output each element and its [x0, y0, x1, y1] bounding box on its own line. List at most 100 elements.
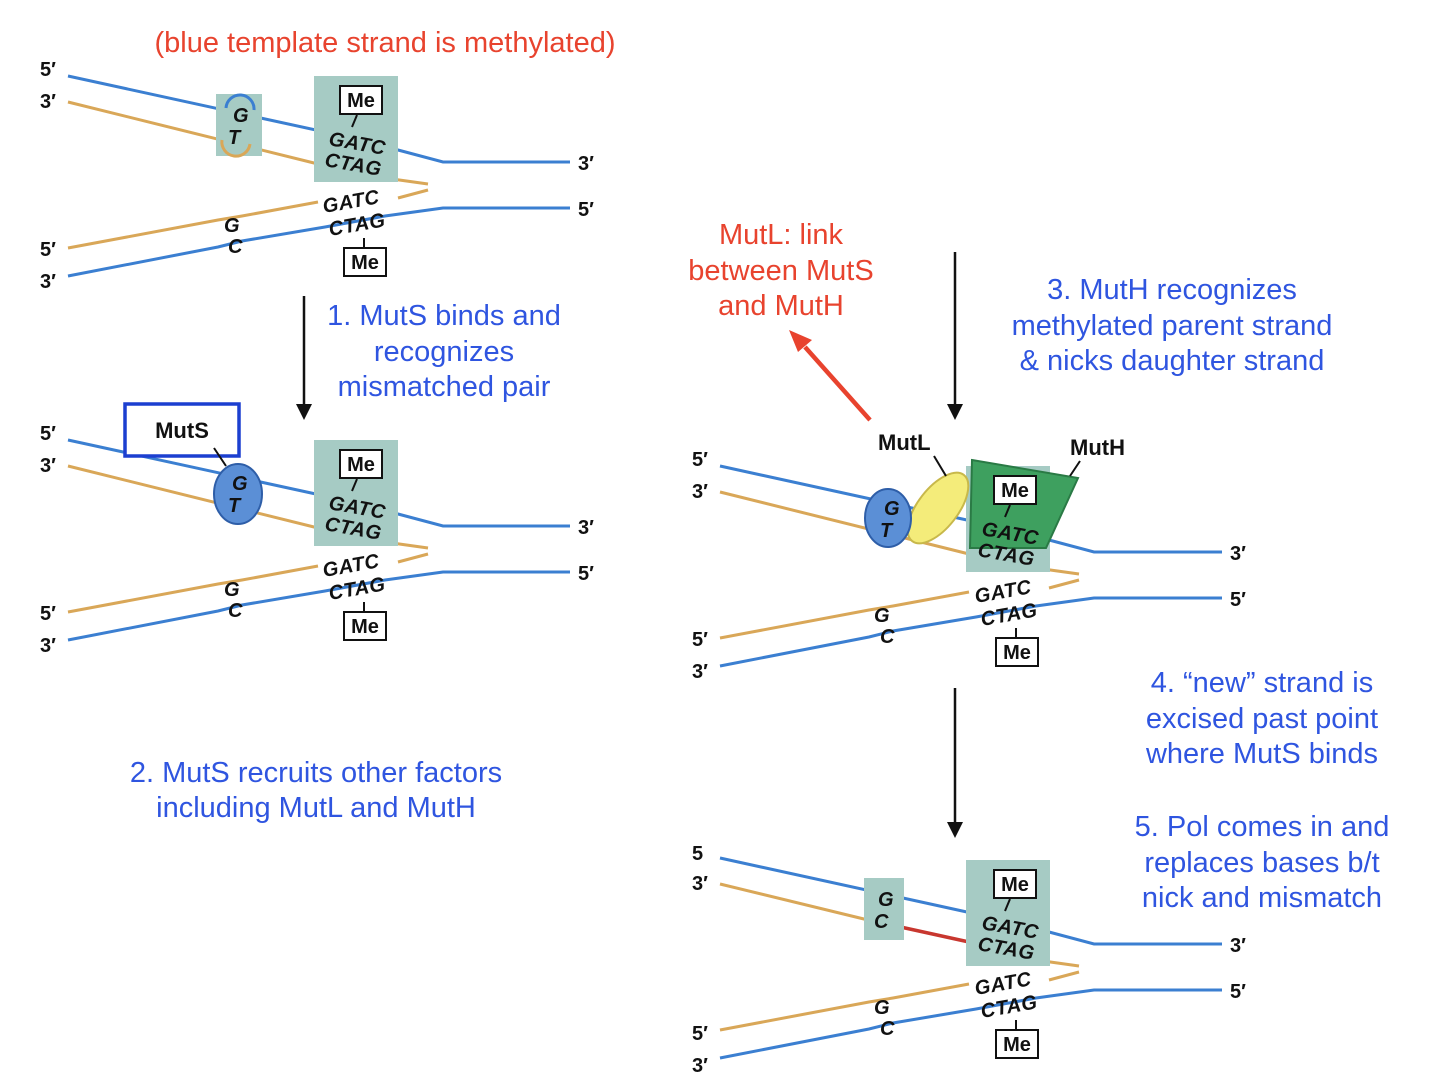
parent-strand-lower-3: [719, 590, 970, 640]
base-t: T: [228, 127, 242, 149]
caption-step5-line2: replaces bases b/t: [1144, 847, 1379, 879]
caption-step2: 2. MutS recruits other factors including…: [130, 757, 502, 824]
base-g-2: G: [232, 473, 248, 495]
end-5prime-12: 5′: [692, 1023, 708, 1045]
base-g-lower-4: G: [874, 997, 890, 1019]
end-3prime-8: 3′: [1230, 543, 1246, 565]
end-3prime-6: 3′: [40, 635, 56, 657]
methyl-label-lower-3: Me: [1003, 642, 1031, 664]
base-c-lower: C: [228, 236, 243, 258]
end-3prime-1: 3′: [40, 91, 56, 113]
caption-step2-line1: 2. MutS recruits other factors: [130, 757, 502, 789]
panel-muts-bound: G T MutS Me GATC CTAG GATC CTAG Me G C 5…: [40, 402, 594, 657]
muts-protein: [213, 463, 263, 525]
end-5prime-2: 5′: [578, 199, 594, 221]
caption-step3-line1: 3. MutH recognizes: [1047, 274, 1297, 306]
end-3prime-4: 3′: [40, 455, 56, 477]
end-3prime-10: 3′: [692, 873, 708, 895]
mutl-label: MutL: [878, 430, 931, 455]
end-5prime-7: 5′: [692, 449, 708, 471]
base-c-lower-3: C: [880, 626, 895, 648]
end-3prime-12: 3′: [692, 1055, 708, 1077]
caption-step3-line2: methylated parent strand: [1012, 310, 1333, 342]
base-g: G: [233, 105, 249, 127]
template-strand-lower-4: [719, 988, 1222, 1060]
panel-repaired: G C Me GATC CTAG GATC CTAG Me G C 5 3′ 3…: [692, 843, 1246, 1077]
base-g-lower-3: G: [874, 605, 890, 627]
end-3prime-9: 3′: [692, 661, 708, 683]
caption-step3-line3: & nicks daughter strand: [1020, 345, 1325, 377]
caption-step1-line3: mismatched pair: [338, 371, 551, 403]
g-loop: [224, 93, 256, 111]
daughter-strand-lower-end: [397, 188, 429, 200]
mutl-protein: [906, 471, 970, 545]
base-c-lower-2: C: [228, 600, 243, 622]
parent-strand-lower-2: [67, 564, 319, 614]
methyl-tag-upper-4: [993, 869, 1037, 899]
methyl-label-upper-3: Me: [1001, 480, 1029, 502]
methyl-label-upper-4: Me: [1001, 874, 1029, 896]
base-g-lower: G: [224, 215, 240, 237]
end-5prime-4: 5′: [40, 423, 56, 445]
parent-strand-lower-4: [719, 982, 970, 1032]
caption-step1-line2: recognizes: [374, 336, 514, 368]
methyl-tag-upper: [339, 85, 383, 115]
repaired-pair-highlight: [864, 878, 904, 940]
end-3prime-3: 3′: [40, 271, 56, 293]
template-strand-lower-2: [67, 570, 570, 642]
end-5prime-9: 5′: [692, 629, 708, 651]
arrow-mutl-note: [789, 330, 872, 422]
template-strand-lower-3: [719, 596, 1222, 668]
methyl-tag-upper-3: [993, 475, 1037, 505]
caption-step1: 1. MutS binds and recognizes mismatched …: [327, 300, 561, 403]
end-3prime-11: 3′: [1230, 935, 1246, 957]
template-strand-lower: [67, 206, 570, 278]
methyl-label-upper: Me: [347, 90, 375, 112]
caption-top: (blue template strand is methylated): [155, 27, 616, 59]
muts-label-box: [123, 402, 241, 458]
caption-mutl-line1: MutL: link: [719, 219, 844, 251]
end-3prime-5: 3′: [578, 517, 594, 539]
base-c-lower-4: C: [880, 1018, 895, 1040]
repaired-segment: [895, 924, 970, 944]
caption-step5-line3: nick and mismatch: [1142, 882, 1382, 914]
base-t-3: T: [880, 520, 894, 542]
methyl-label-lower-4: Me: [1003, 1034, 1031, 1056]
methyl-label-lower-2: Me: [351, 616, 379, 638]
parent-strand-lower: [67, 200, 319, 250]
end-5prime-1: 5′: [40, 59, 56, 81]
end-5prime-6: 5′: [40, 603, 56, 625]
t-loop: [220, 139, 252, 158]
end-5prime-11: 5′: [1230, 981, 1246, 1003]
methyl-tag-upper-2: [339, 449, 383, 479]
caption-mutl-note: MutL: link between MutS and MutH: [688, 219, 873, 322]
muth-label: MutH: [1070, 435, 1125, 460]
caption-step2-line2: including MutL and MutH: [156, 792, 476, 824]
caption-step4-line3: where MutS binds: [1145, 738, 1378, 770]
methyl-label-upper-2: Me: [347, 454, 375, 476]
end-5-plain: 5: [692, 843, 703, 865]
panel-initial-mismatch: G T Me GATC CTAG GATC CTAG Me G C 5′ 3′ …: [40, 59, 594, 293]
base-g-4: G: [878, 889, 894, 911]
methyl-tag-lower-2: [343, 611, 387, 641]
panel-mutl-muth-complex: G T MutL MutH Me GATC CTAG GATC CTAG Me …: [692, 430, 1246, 683]
arrow-step3: [947, 252, 963, 420]
caption-step1-line1: 1. MutS binds and: [327, 300, 561, 332]
methyl-tag-lower: [343, 247, 387, 277]
base-g-lower-2: G: [224, 579, 240, 601]
caption-step4-line1: 4. “new” strand is: [1151, 667, 1373, 699]
end-3prime-2: 3′: [578, 153, 594, 175]
caption-step5-line1: 5. Pol comes in and: [1135, 811, 1390, 843]
end-5prime-8: 5′: [1230, 589, 1246, 611]
caption-step5: 5. Pol comes in and replaces bases b/t n…: [1135, 811, 1390, 914]
caption-mutl-line2: between MutS: [688, 255, 873, 287]
muts-protein-3: [864, 488, 912, 548]
methyl-tag-lower-4: [995, 1029, 1039, 1059]
caption-step4-line2: excised past point: [1146, 703, 1378, 735]
muts-label: MutS: [155, 418, 209, 443]
caption-mutl-line3: and MutH: [718, 290, 844, 322]
caption-step3: 3. MutH recognizes methylated parent str…: [1012, 274, 1333, 377]
methyl-tag-lower-3: [995, 637, 1039, 667]
